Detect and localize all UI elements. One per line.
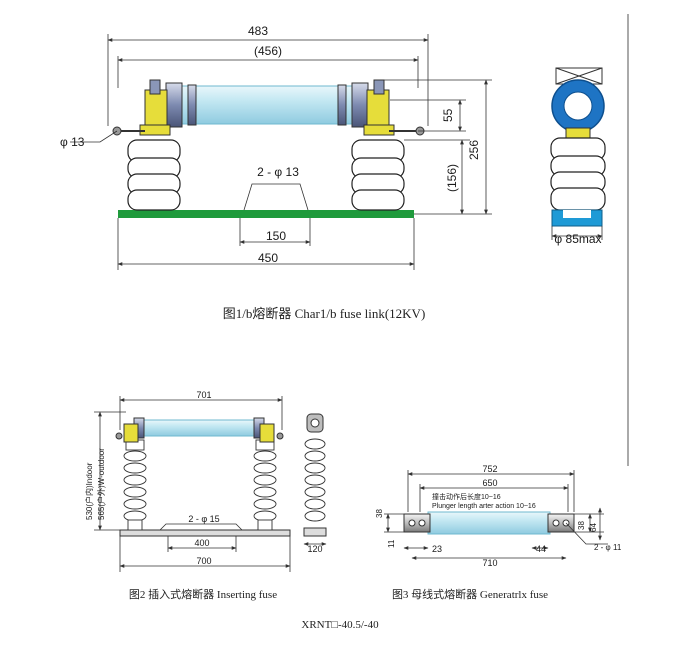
- figure2-caption: 图2 插入式熔断器 Inserting fuse: [129, 587, 277, 601]
- fig3-end-cap-right: [547, 513, 575, 533]
- figure1-contact-bracket-left: [112, 79, 171, 136]
- figure1-end-cap-left: [165, 82, 183, 128]
- fig3-dim-holes: 2 - φ 11: [594, 543, 622, 552]
- fig2-dim-height-outdoor: 565(户外)W-outdoor: [96, 448, 106, 520]
- fig2-fuse-tube: [141, 419, 257, 437]
- fig3-dim-650: 650: [482, 478, 497, 488]
- figure1-side-view: φ 85max: [550, 67, 606, 246]
- fig3-fuse-tube: [427, 511, 551, 535]
- fig3-plunger-en: Plunger length arter action 10~16: [432, 503, 536, 510]
- fig2-insulator-left: [123, 439, 147, 531]
- fig3-dim-752: 752: [482, 464, 497, 474]
- fig1-dim-phi13: φ 13: [60, 135, 85, 149]
- fig1-dim-150: 150: [266, 229, 286, 243]
- fig2-dim-701: 701: [196, 390, 211, 400]
- figure2-side-view: 120: [303, 413, 327, 554]
- fig2-dim-120: 120: [307, 544, 322, 554]
- fig1-dim-450: 450: [258, 251, 278, 265]
- fig1-dim-holes: 2 - φ 13: [257, 165, 299, 179]
- fig3-dim-38-left: 38: [375, 509, 384, 518]
- fig1-dim-483: 483: [248, 24, 268, 38]
- figure1-base-plate: [118, 210, 414, 218]
- figure1-fuse-tube: [177, 85, 357, 125]
- fig3-dim-11-left: 11: [387, 539, 396, 548]
- fig1-dim-156: (156): [445, 164, 459, 192]
- fig3-dim-64: 64: [589, 523, 598, 532]
- fig3-end-cap-left: [403, 513, 431, 533]
- fig3-dim-44: 44: [536, 544, 546, 554]
- figure1-caption: 图1/b熔断器 Char1/b fuse link(12KV): [223, 306, 426, 321]
- fig2-dim-700: 700: [196, 556, 211, 566]
- fig2-dim-height-indoor: 530(户内)Indoor: [84, 462, 94, 520]
- fig3-dim-23: 23: [432, 544, 442, 554]
- figure3-front-view: 752 650 撞击动作后长度10~16 Plunger length arte…: [375, 464, 622, 568]
- figure2-front-view: 701 2 - φ 15 400 700 530(户内)Indoor 565(户…: [84, 390, 291, 572]
- fig2-dim-holes: 2 - φ 15: [188, 514, 219, 524]
- fig3-dim-710: 710: [482, 558, 497, 568]
- fig2-insulator-right: [253, 439, 277, 531]
- figure1-front-view: 483 (456) φ 13 55 256 (156) 2 - φ 13 150…: [60, 24, 492, 270]
- fig2-base-plate: [119, 529, 291, 537]
- figure3-caption: 图3 母线式熔断器 Generatrlx fuse: [392, 587, 548, 601]
- fig2-dim-400: 400: [194, 538, 209, 548]
- figure1-contact-bracket-right: [363, 79, 425, 136]
- fig3-plunger-cn: 撞击动作后长度10~16: [432, 492, 501, 501]
- figure1-insulator-right: [351, 139, 405, 211]
- fig3-dim-38-right: 38: [577, 521, 586, 530]
- figure1-end-cap-right: [351, 82, 369, 128]
- fig1-dim-55: 55: [441, 108, 455, 122]
- fig1-dim-456: (456): [254, 44, 282, 58]
- fig1-dim-85max: φ 85max: [554, 232, 601, 246]
- figure1-insulator-left: [127, 139, 181, 211]
- model-label: XRNT□-40.5/-40: [301, 619, 379, 631]
- fig1-dim-256: 256: [467, 140, 481, 160]
